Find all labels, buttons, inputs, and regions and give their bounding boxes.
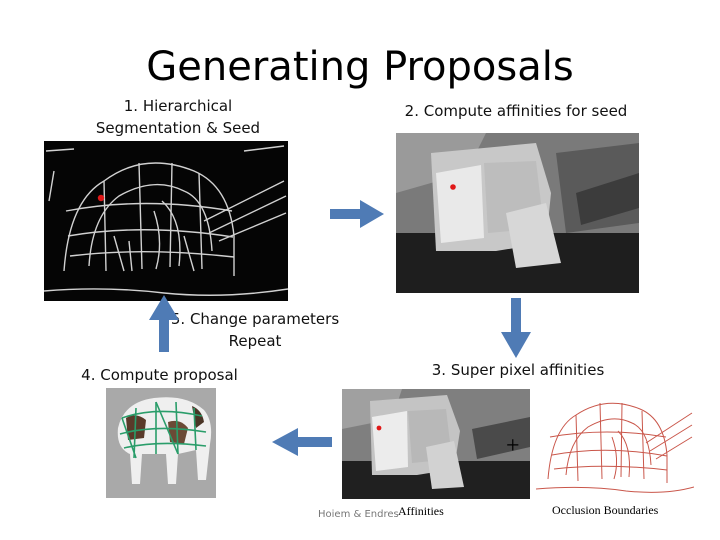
step5-line1: 5. Change parameters [170,310,340,328]
superpixel-affinity-image [342,389,530,499]
step1-line2: Segmentation & Seed [95,119,261,137]
step5-label: 5. Change parameters Repeat [160,308,350,352]
seed-affinity-image [396,133,639,293]
arrow-down-icon [501,298,531,358]
occlusion-boundary-image [536,389,694,497]
affinities-caption: Affinities [398,504,444,518]
step2-label: 2. Compute affinities for seed [404,102,628,120]
step1-line1: 1. Hierarchical [123,97,233,115]
step4-label: 4. Compute proposal [81,366,238,384]
step3-label: 3. Super pixel affinities [431,361,605,379]
proposal-image [106,388,216,498]
occlusion-caption: Occlusion Boundaries [552,503,659,517]
plus-sign: + [506,433,520,459]
segmentation-image [44,141,288,301]
slide-title: Generating Proposals [146,44,574,90]
seed-dot [97,194,105,202]
arrow-left-icon [272,428,332,456]
arrow-up-icon [149,295,179,352]
step1-label: 1. Hierarchical Segmentation & Seed [88,95,268,139]
arrow-right-icon [330,200,384,228]
credit-text: Hoiem & Endres [318,509,399,520]
step5-line2: Repeat [228,332,282,350]
